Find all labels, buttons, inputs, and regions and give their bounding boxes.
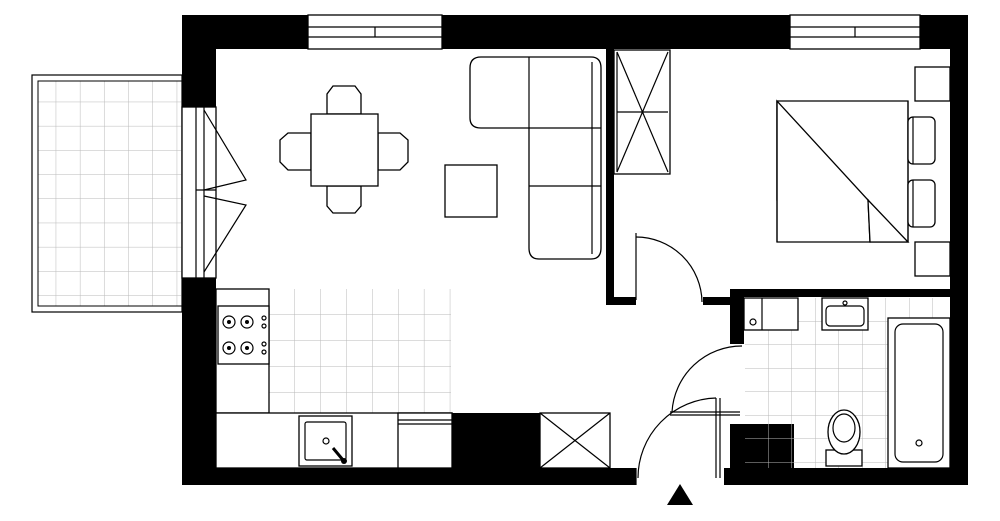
coffee-table: [444, 164, 498, 218]
window-top-left: [307, 14, 443, 50]
window-top-right: [789, 14, 921, 50]
triangle-up-icon: [667, 484, 693, 505]
washbasin-icon: [821, 297, 869, 331]
bedroom-door: [635, 233, 703, 305]
dishwasher-icon: [397, 412, 453, 469]
balcony: [31, 74, 183, 313]
washing-machine-icon: [743, 297, 799, 331]
kitchen: [215, 288, 453, 469]
entrance-door: [635, 397, 724, 485]
wardrobe-bedroom: [613, 49, 671, 175]
dining-set: [279, 85, 409, 214]
stove-icon: [217, 305, 270, 365]
balcony-door: [181, 106, 247, 279]
wardrobe-hall: [539, 412, 611, 469]
bathroom: [743, 297, 951, 469]
sink-icon: [298, 415, 353, 467]
sofa: [469, 56, 602, 260]
bathtub-icon: [887, 317, 951, 469]
bathroom-door: [670, 344, 744, 424]
bedroom-furniture: [776, 66, 951, 277]
outer-walls: [182, 15, 968, 485]
toilet-icon: [825, 409, 863, 467]
